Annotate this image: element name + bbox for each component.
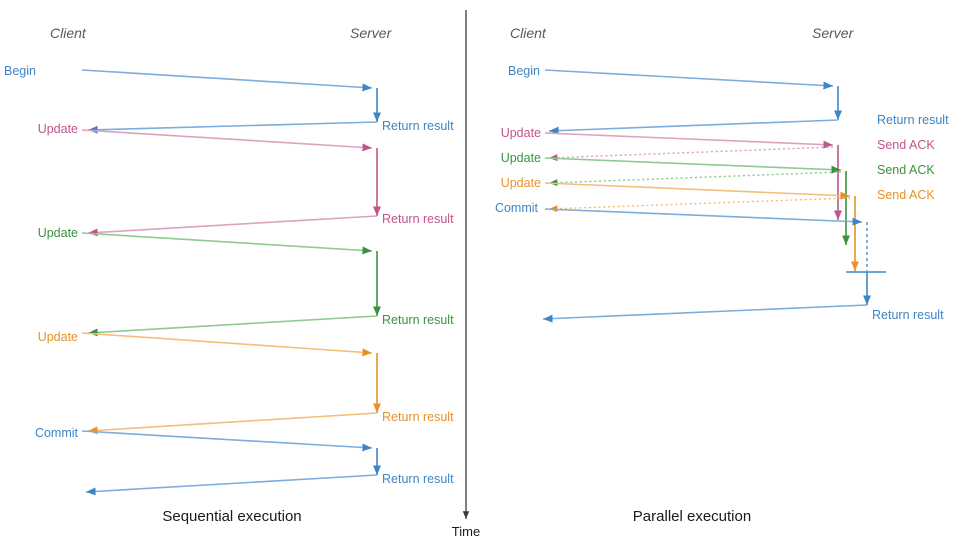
label-return-result-left-1: Return result	[382, 119, 454, 133]
arrow-return-result-1	[87, 121, 378, 134]
arrow-update-request-2	[81, 232, 373, 255]
label-return-result-left-5: Return result	[382, 472, 454, 486]
label-return-result-right-2: Return result	[872, 308, 944, 322]
arrow-begin-request-right	[544, 69, 834, 90]
arrow-update-request-right-2	[544, 157, 842, 174]
label-return-result-right-1: Return result	[877, 113, 949, 127]
time-axis: Time	[452, 10, 480, 539]
label-return-result-left-4: Return result	[382, 410, 454, 424]
label-commit-right: Commit	[495, 201, 539, 215]
label-update-left-2: Update	[38, 226, 78, 240]
label-return-result-left-3: Return result	[382, 313, 454, 327]
label-begin-left: Begin	[4, 64, 36, 78]
label-update-right-2: Update	[501, 151, 541, 165]
arrow-update-request-right-3	[544, 182, 851, 200]
arrow-send-ack-right-1	[548, 146, 834, 162]
label-update-right-3: Update	[501, 176, 541, 190]
arrow-update-request-right-1	[544, 132, 834, 149]
label-return-result-left-2: Return result	[382, 212, 454, 226]
panel-right-server-header: Server	[812, 25, 855, 41]
arrow-send-ack-right-3	[548, 197, 851, 213]
arrow-begin-request	[81, 69, 373, 92]
label-commit-left: Commit	[35, 426, 79, 440]
panel-left-client-header: Client	[50, 25, 87, 41]
arrow-update-request-3	[81, 332, 373, 357]
caption-sequential: Sequential execution	[162, 508, 301, 525]
label-send-ack-right-1: Send ACK	[877, 138, 935, 152]
arrow-return-result-4	[87, 412, 378, 435]
label-send-ack-right-2: Send ACK	[877, 163, 935, 177]
label-begin-right: Begin	[508, 64, 540, 78]
panel-parallel: Begin Update Update Update Commit Return…	[495, 64, 949, 525]
panel-sequential: Begin Update Update Update Commit Return…	[4, 64, 454, 525]
arrow-update-request-1	[81, 129, 373, 152]
arrow-return-result-2	[87, 215, 378, 237]
label-send-ack-right-3: Send ACK	[877, 188, 935, 202]
label-update-right-1: Update	[501, 126, 541, 140]
arrow-return-result-3	[87, 315, 378, 337]
label-update-left-1: Update	[38, 122, 78, 136]
panel-right-client-header: Client	[510, 25, 547, 41]
arrow-commit-request-right	[544, 208, 863, 226]
panel-left-server-header: Server	[350, 25, 393, 41]
arrow-return-result-right-2	[542, 304, 868, 323]
time-axis-label: Time	[452, 524, 480, 539]
label-update-left-3: Update	[38, 330, 78, 344]
arrow-return-result-5	[85, 474, 378, 496]
caption-parallel: Parallel execution	[633, 508, 751, 525]
arrow-return-result-right-1	[548, 119, 839, 135]
arrow-commit-request	[81, 430, 373, 452]
arrow-send-ack-right-2	[548, 171, 842, 187]
